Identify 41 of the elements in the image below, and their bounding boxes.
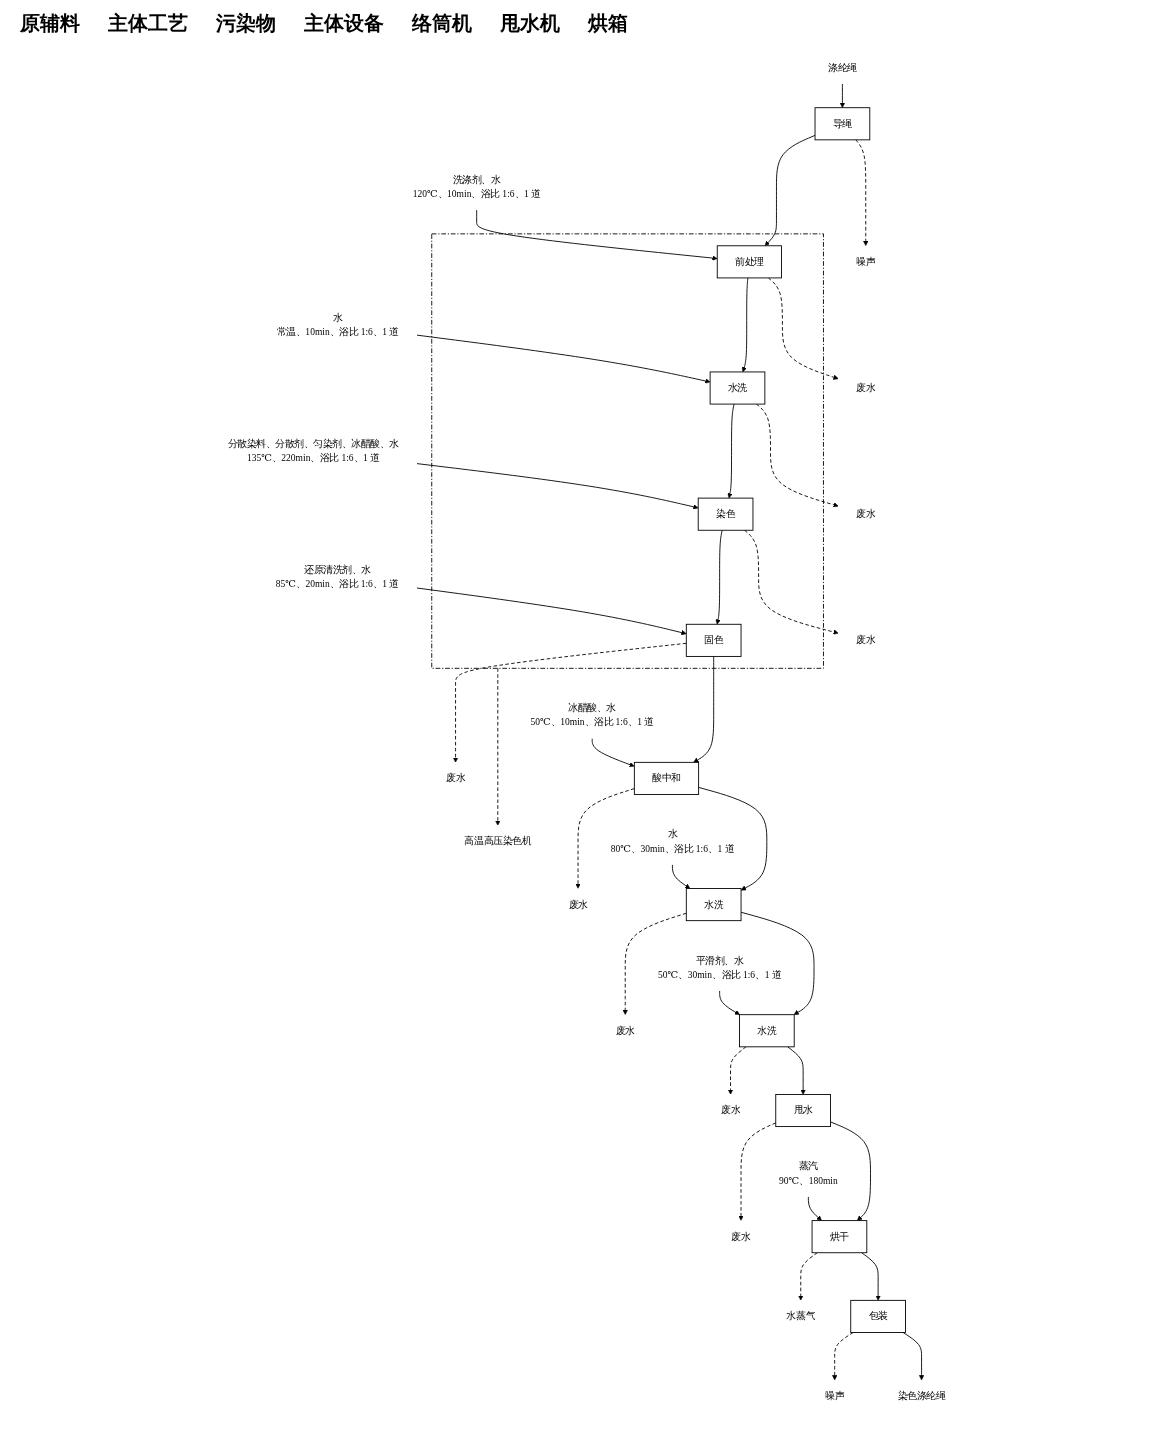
node-box: 酸中和: [633, 761, 700, 795]
node-text: 还原清洗剂、水 85℃、20min、浴比 1:6、1 道: [275, 564, 400, 590]
column-heading: 烘箱: [588, 10, 628, 37]
node-box: 包装: [850, 1299, 906, 1333]
node-text: 废水: [446, 773, 466, 784]
node-text: 水 80℃、30min、浴比 1:6、1 道: [610, 829, 735, 854]
node-box: 固色: [685, 623, 742, 657]
node-text: 平滑剂、水 50℃、30min、浴比 1:6、1 道: [657, 955, 782, 980]
node-box: 烘干: [811, 1220, 868, 1254]
column-heading: 络筒机: [412, 10, 472, 37]
node-text: 废水: [615, 1025, 635, 1036]
node-text: 废水: [731, 1231, 751, 1242]
column-heading: 主体设备: [304, 10, 384, 37]
node-box: 染色: [697, 497, 754, 531]
column-heading: 污染物: [216, 10, 276, 37]
cluster: [431, 233, 824, 669]
node-text: 冰醋酸、水 50℃、10min、浴比 1:6、1 道: [530, 702, 654, 728]
node-text: 染色涤纶绳: [897, 1390, 946, 1401]
node-box: 前处理: [716, 245, 782, 279]
node-text: 高温高压染色机: [464, 836, 532, 847]
column-heading: 甩水机: [500, 10, 560, 37]
node-text: 洗涤剂、水 120℃、10min、浴比 1:6、1 道: [412, 174, 541, 199]
node-box: 水洗: [709, 371, 766, 405]
node-box: 水洗: [685, 888, 742, 922]
node-text: 涤纶绳: [828, 62, 857, 73]
node-text: 废水: [856, 508, 876, 519]
node-text: 噪声: [825, 1390, 845, 1401]
node-text: 分散染料、分散剂、匀染剂、冰醋酸、水 135℃、220min、浴比 1:6、1 道: [227, 438, 400, 463]
node-text: 噪声: [856, 256, 876, 267]
node-box: 水洗: [739, 1014, 795, 1048]
node-text: 废水: [856, 634, 876, 646]
node-box: 甩水: [775, 1094, 831, 1127]
node-text: 蒸汽 90℃、180min: [778, 1161, 838, 1186]
node-text: 废水: [721, 1105, 741, 1116]
column-heading: 主体工艺: [108, 10, 188, 37]
node-text: 废水: [856, 382, 876, 393]
node-text: 水 常温、10min、浴比 1:6、1 道: [276, 312, 400, 337]
node-box: 导绳: [814, 107, 871, 141]
node-text: 水蒸气: [786, 1311, 816, 1322]
column-heading: 原辅料: [20, 10, 80, 37]
node-text: 废水: [568, 899, 588, 910]
